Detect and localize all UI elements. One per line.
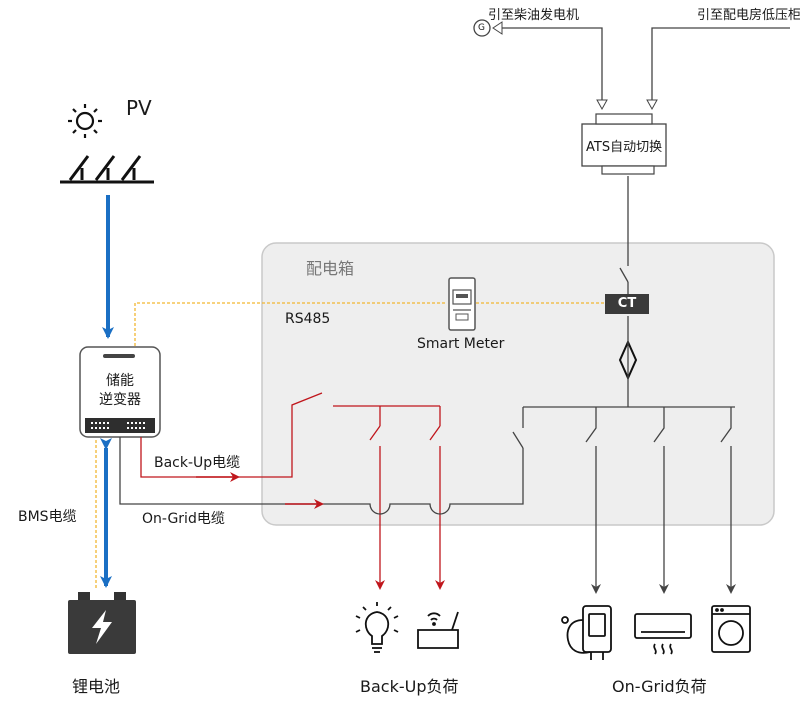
ongrid-breaker-3 [653,407,664,592]
backup-breaker-1 [369,406,380,588]
light-bulb-icon [355,602,399,653]
generator-feed-triangle [596,99,608,111]
inverter-label-line2: 逆变器 [99,392,141,408]
ct-box [605,294,649,314]
smart-meter-icon [448,277,476,331]
backup-breaker-2 [429,406,440,588]
battery-label: 锂电池 [72,677,121,696]
inverter-label-line1: 储能 [106,373,134,389]
sun-icon [68,104,102,138]
air-conditioner-icon [634,613,692,655]
pv-label: PV [126,96,152,120]
ongrid-breaker-4 [720,407,731,592]
ct-label: CT [617,296,637,311]
generator-icon [473,19,491,37]
router-icon [417,611,459,649]
ongrid-breaker-1 [512,431,524,449]
grid-feed-line [651,27,790,100]
generator-label: 引至柴油发电机 [488,8,580,23]
rs485-signal-line [134,302,447,346]
ats-box [581,123,667,167]
smart-meter-label: Smart Meter [417,336,505,352]
battery-icon [68,592,136,654]
solar-panel-icon [60,155,154,184]
ats-connector-top [595,113,653,125]
bms-cable-label: BMS电缆 [18,509,77,525]
main-switch-blade [619,267,629,283]
backup-load-label: Back-Up负荷 [360,677,459,696]
distribution-box-label: 配电箱 [306,259,355,278]
ats-connector-bottom [601,165,655,175]
distribution-box [261,242,775,526]
washing-machine-icon [711,605,751,653]
ongrid-cable-line [119,437,524,515]
grid-feed-triangle [646,99,658,111]
rs485-label: RS485 [285,311,331,327]
backup-cable-line [140,392,323,478]
ats-label: ATS自动切换 [586,140,663,155]
low-voltage-panel-label: 引至配电房低压柜 [697,8,800,23]
water-heater-icon [561,605,612,660]
ongrid-breaker-2 [585,407,596,592]
generator-feed-line [502,27,603,100]
backup-cable-label: Back-Up电缆 [154,455,241,471]
generator-symbol: G [478,23,485,33]
ongrid-load-label: On-Grid负荷 [612,677,707,696]
ongrid-cable-label: On-Grid电缆 [142,511,225,527]
generator-arrow-head [492,21,503,35]
